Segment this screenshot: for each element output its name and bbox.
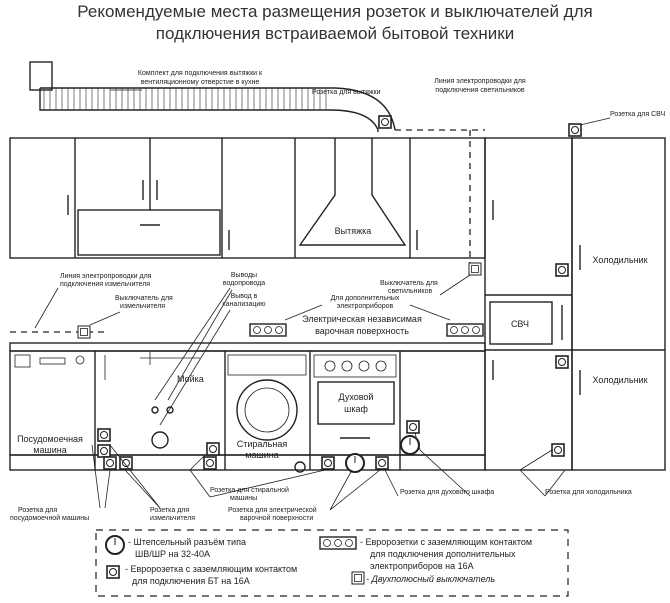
legend-triple-3: электроприборов на 16А — [370, 561, 474, 571]
triple-socket-left-icon — [249, 323, 287, 337]
label-hob-2: варочная поверхность — [315, 326, 409, 336]
hob-socket-left-icon — [321, 456, 335, 470]
label-hood-socket: Розетка для вытяжки — [312, 89, 381, 96]
label-fridge-bottom: Холодильник — [592, 375, 647, 385]
label-duct-kit-2: вентиляционному отверстие в кухне — [141, 79, 260, 86]
light-switch-icon — [468, 262, 482, 276]
lower-cabinets — [9, 342, 486, 473]
label-grinder-switch-2: измельчителя — [120, 303, 165, 310]
grinder-socket-upper-icon — [97, 444, 111, 458]
label-grinder-line-1: Линия электропроводки для — [60, 273, 152, 280]
label-hood: Вытяжка — [335, 226, 372, 236]
title-line-1: Рекомендуемые места размещения розеток и… — [77, 2, 592, 21]
label-extra-1: Для дополнительных — [331, 295, 400, 302]
upper-cabinets — [9, 137, 486, 259]
oven-socket-icon — [406, 420, 420, 434]
legend-plug-icon — [105, 535, 125, 555]
legend-euro-2: для подключения БТ на 16А — [132, 576, 250, 586]
dishwasher-socket-plinth-icon — [103, 456, 117, 470]
grinder-switch-icon — [77, 325, 91, 339]
label-oven-1: Духовой — [339, 392, 374, 402]
hob-socket-right-icon — [375, 456, 389, 470]
fridge-socket-icon — [551, 443, 565, 457]
label-light-switch-2: светильников — [388, 288, 432, 295]
label-sewer-1: Вывод в — [231, 293, 258, 300]
label-washer-1: Стиральная — [237, 439, 288, 449]
mw-socket-side-icon — [555, 263, 569, 277]
hood-socket-icon — [378, 115, 392, 129]
label-dw-socket-2: посудомоечной машины — [10, 514, 89, 522]
legend-euro-socket-icon — [106, 565, 120, 579]
legend-switch-icon — [351, 571, 365, 585]
title-line-2: подключения встраиваемой бытовой техники — [156, 24, 514, 43]
tall-columns — [484, 137, 666, 471]
label-fridge-socket: Розетка для холодильника — [545, 489, 632, 496]
vent-duct — [29, 61, 396, 132]
label-light-switch-1: Выключатель для — [380, 280, 438, 287]
label-light-line-1: Линия электропроводки для — [434, 78, 526, 85]
label-grinder-socket-1: Розетка для — [150, 507, 189, 514]
legend-triple-socket-icon — [319, 536, 357, 550]
label-washer-2: машина — [245, 450, 278, 460]
legend — [95, 529, 569, 597]
triple-socket-right-icon — [446, 323, 484, 337]
mw-socket-icon — [568, 123, 582, 137]
label-sink: Мойка — [177, 374, 204, 384]
dishwasher-socket-icon — [97, 428, 111, 442]
label-sewer-2: канализацию — [222, 301, 265, 308]
label-water-2: водопровода — [223, 280, 265, 287]
label-light-line-2: подключения светильников — [435, 87, 524, 94]
label-water-1: Выводы — [231, 272, 257, 279]
leader-lines — [91, 432, 566, 511]
hob-plug-icon — [345, 453, 365, 473]
label-extra-2: электроприборов — [337, 302, 394, 310]
label-dishwasher-1: Посудомоечная — [17, 434, 83, 444]
legend-plug-1: - Штепсельный разъём типа — [128, 537, 246, 547]
label-duct-kit-1: Комплект для подключения вытяжки к — [138, 70, 263, 77]
label-mw-socket: Розетка для СВЧ — [610, 111, 666, 118]
label-hob-1: Электрическая независимая — [302, 314, 422, 324]
label-dishwasher-2: машина — [33, 445, 66, 455]
label-dw-socket-1: Розетка для — [18, 507, 57, 514]
label-hob-socket-2: варочной поверхности — [240, 514, 313, 522]
label-oven-socket: Розетка для духового шкафа — [400, 489, 494, 496]
legend-triple-1: - Евророзетки с заземляющим контактом — [360, 537, 532, 547]
washer-socket-icon — [206, 442, 220, 456]
grinder-socket-plinth-icon — [119, 456, 133, 470]
legend-plug-2: ШВ/ШР на 32-40А — [135, 549, 210, 559]
label-washer-socket-1: Розетка для стиральной — [210, 486, 289, 494]
label-oven-2: шкаф — [344, 404, 368, 414]
label-fridge-top: Холодильник — [592, 255, 647, 265]
legend-euro-1: - Евророзетка с заземляющим контактом — [125, 564, 297, 574]
label-grinder-line-2: подключения измельчителя — [60, 281, 150, 288]
label-grinder-socket-2: измельчителя — [150, 515, 195, 522]
label-microwave: СВЧ — [511, 319, 529, 329]
fridge-socket-top-icon — [555, 355, 569, 369]
label-washer-socket-2: машины — [230, 495, 257, 502]
legend-triple-2: для подключения дополнительных — [370, 549, 516, 559]
washer-socket-plinth-icon — [203, 456, 217, 470]
legend-switch: - Двухполюсный выключатель — [366, 574, 495, 584]
label-grinder-switch-1: Выключатель для — [115, 295, 173, 302]
label-hob-socket-1: Розетка для электрической — [228, 506, 317, 514]
